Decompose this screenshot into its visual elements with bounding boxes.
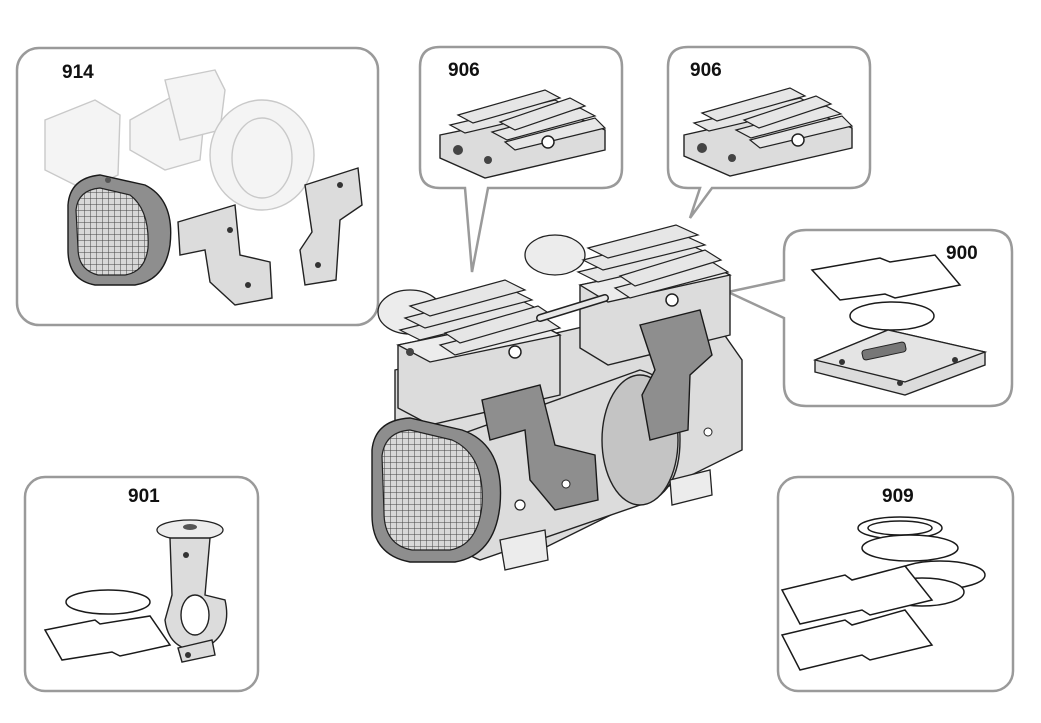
fan-cover-bracket-left-icon xyxy=(177,204,273,306)
callout-909: 909 xyxy=(776,475,1015,693)
label-901: 901 xyxy=(128,486,160,507)
callout-914: 914 xyxy=(15,46,380,327)
ghost-parts-icon xyxy=(44,69,315,211)
label-906-right: 906 xyxy=(690,60,722,81)
label-900: 900 xyxy=(946,243,978,264)
cylinder-head-icon xyxy=(439,89,607,179)
fan-cover-bracket-right-icon xyxy=(299,167,363,286)
callout-900: 900 xyxy=(724,228,1014,408)
cylinder-head-icon xyxy=(683,87,854,177)
label-909: 909 xyxy=(882,486,914,507)
valve-plate-gasket-icon xyxy=(810,254,988,396)
fan-shroud-icon xyxy=(67,174,172,286)
callout-906-right: 906 xyxy=(666,45,872,219)
label-906-left: 906 xyxy=(448,60,480,81)
gasket-set-icon xyxy=(780,516,986,671)
main-compressor-icon xyxy=(371,224,743,571)
callout-901: 901 xyxy=(23,475,260,693)
callout-906-left: 906 xyxy=(418,45,624,273)
label-914: 914 xyxy=(62,62,94,83)
flat-gasket-icon xyxy=(43,615,172,661)
connecting-rod-icon xyxy=(156,519,228,663)
gasket-ring-icon xyxy=(65,589,151,615)
